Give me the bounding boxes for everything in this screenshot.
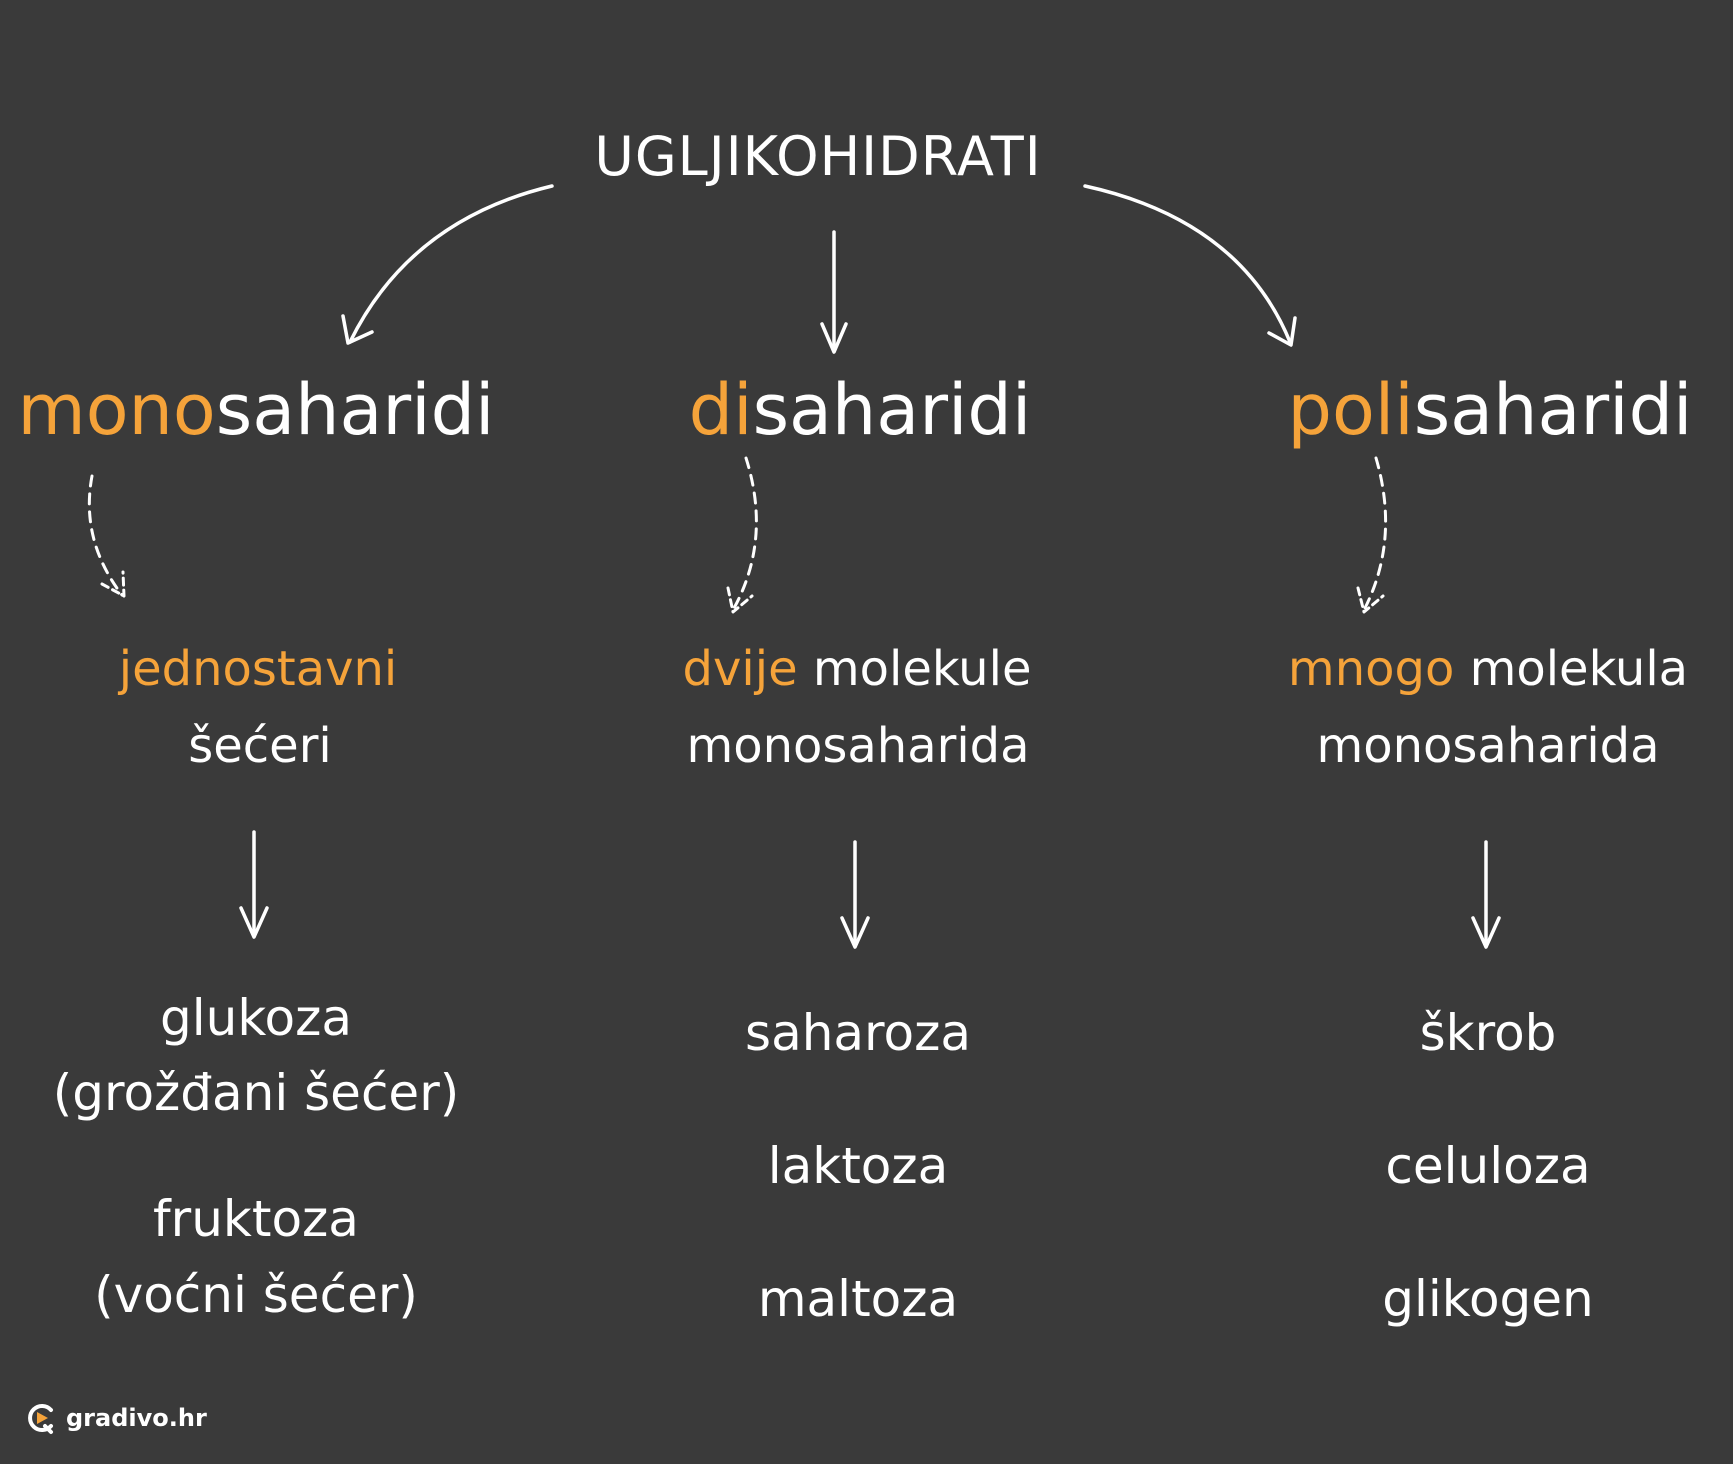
category-polisaharidi: polisaharidi [1288, 375, 1693, 445]
category-prefix: poli [1287, 369, 1414, 451]
example-item: fruktoza [153, 1190, 359, 1248]
description-polisaharidi-line2: monosaharida [1316, 718, 1660, 774]
category-suffix: saharidi [215, 369, 495, 451]
example-item: glukoza [160, 989, 352, 1047]
description-accent: jednostavni [118, 641, 398, 697]
arrow-root-to-disaharidi [820, 230, 848, 354]
description-accent: mnogo [1287, 641, 1455, 697]
description-monosaharidi-line2: šećeri [188, 718, 332, 774]
category-suffix: saharidi [752, 369, 1032, 451]
example-item: laktoza [767, 1137, 949, 1195]
dashed-arrow-polisaharidi [1356, 456, 1388, 614]
dashed-arrow-disaharidi [726, 456, 758, 614]
example-item-note: (voćni šećer) [94, 1266, 418, 1324]
description-rest: molekule [797, 641, 1032, 697]
arrow-to-examples-monosaharidi [239, 830, 269, 939]
example-item-note: (grožđani šećer) [52, 1064, 460, 1122]
category-disaharidi: disaharidi [689, 375, 1032, 445]
dashed-arrow-monosaharidi [87, 474, 126, 598]
example-item: glikogen [1382, 1270, 1594, 1328]
root-title: UGLJIKOHIDRATI [594, 125, 1042, 188]
example-item: škrob [1419, 1004, 1557, 1062]
category-monosaharidi: monosaharidi [18, 375, 495, 445]
arrow-root-to-monosaharidi [341, 184, 554, 345]
gradivo-logo-icon [28, 1404, 53, 1434]
category-prefix: di [688, 369, 753, 451]
description-disaharidi-line2: monosaharida [686, 718, 1030, 774]
category-suffix: saharidi [1413, 369, 1693, 451]
example-item: celuloza [1385, 1137, 1591, 1195]
description-accent: dvije [682, 641, 798, 697]
gradivo-logo[interactable]: gradivo.hr [24, 1401, 207, 1435]
description-disaharidi-line1: dvije molekule [683, 645, 1032, 693]
logo-text: gradivo.hr [66, 1404, 207, 1432]
arrow-root-to-polisaharidi [1083, 184, 1297, 347]
description-polisaharidi-line1: mnogo molekula [1288, 645, 1688, 693]
example-item: maltoza [757, 1270, 959, 1328]
description-monosaharidi-line1: jednostavni [119, 645, 398, 693]
example-item: saharoza [745, 1004, 971, 1062]
arrow-to-examples-disaharidi [840, 840, 870, 949]
category-prefix: mono [17, 369, 216, 451]
arrow-to-examples-polisaharidi [1471, 840, 1501, 949]
description-rest: molekula [1454, 641, 1689, 697]
